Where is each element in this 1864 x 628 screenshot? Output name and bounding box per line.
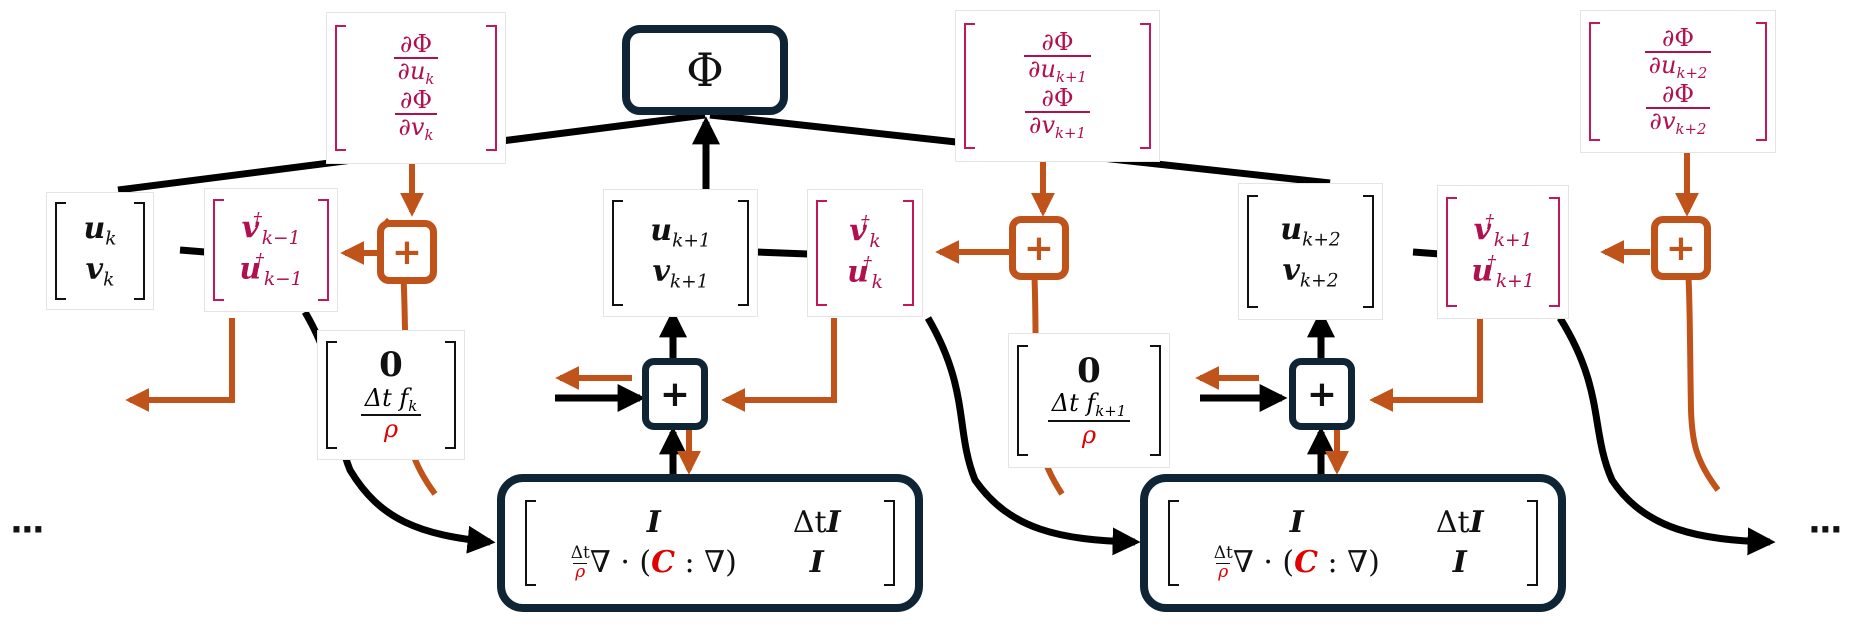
- grad-u-fraction: ∂Φ∂uk+2: [1644, 25, 1712, 82]
- bracket-left: [816, 200, 827, 306]
- op-r1c2: ΔtI: [1435, 505, 1484, 541]
- adjoint-sum-node-k1: +: [1009, 216, 1069, 280]
- bracket-right: [738, 200, 749, 306]
- edge-adj-k2-to-sum: [1369, 318, 1483, 412]
- state-v: vk+2: [1282, 252, 1339, 292]
- gradient-vector-k1: ∂Φ∂uk+1 ∂Φ∂vk+1: [955, 10, 1160, 162]
- bracket-left: [335, 25, 346, 151]
- ellipsis-right: ···: [1808, 510, 1843, 550]
- force-zero: 0: [1077, 350, 1101, 391]
- forward-sum-node-k: +: [642, 358, 708, 430]
- adjoint-u: u†k+1: [1471, 252, 1535, 293]
- gradient-vector-k: ∂Φ∂uk ∂Φ∂vk: [326, 12, 506, 164]
- edge-state-k2-to-next: [1557, 316, 1776, 556]
- state-u: uk: [83, 211, 117, 250]
- op-r1c2: ΔtI: [792, 505, 841, 541]
- state-u: uk+1: [650, 213, 711, 252]
- adjoint-sum-node-k: +: [377, 220, 437, 284]
- bracket-right: [1527, 499, 1538, 587]
- bracket-left: [1017, 344, 1028, 457]
- gradient-vector-k2: ∂Φ∂uk+2 ∂Φ∂vk+2: [1580, 10, 1776, 153]
- bracket-left: [612, 200, 623, 306]
- bracket-left: [1446, 196, 1457, 308]
- objective-node: Φ: [622, 25, 788, 115]
- adjoint-vector-k-1: v†k−1 u†k−1: [204, 188, 338, 312]
- forward-sum-node-k1: +: [1289, 358, 1355, 430]
- objective-symbol: Φ: [686, 43, 724, 97]
- bracket-left: [55, 202, 66, 300]
- bracket-left: [964, 23, 975, 149]
- adjoint-v: v†k: [849, 211, 881, 252]
- bracket-right: [884, 499, 895, 587]
- state-vector-k1: uk+1 vk+1: [603, 189, 758, 317]
- edge-link-k: [179, 246, 206, 256]
- op-r1c1: I: [646, 505, 661, 541]
- grad-u-fraction: ∂Φ∂uk+1: [1024, 29, 1091, 86]
- bracket-left: [1168, 499, 1179, 587]
- state-v: vk+1: [652, 254, 709, 293]
- adjoint-vector-k1: v†k+1 u†k+1: [1437, 185, 1569, 319]
- adjoint-v: v†k−1: [241, 208, 301, 249]
- force-zero: 0: [379, 345, 403, 386]
- grad-v-fraction: ∂Φ∂vk+1: [1025, 85, 1090, 142]
- plus-icon: +: [1023, 227, 1055, 269]
- edge-adj-k1-to-sum: [721, 318, 837, 412]
- edge-state-k1-to-operator2: [924, 316, 1141, 556]
- plus-icon: +: [1665, 227, 1697, 269]
- adjoint-sum-node-k2: +: [1651, 216, 1711, 280]
- op-r1c1: I: [1289, 505, 1304, 541]
- edge-link-k2: [1412, 248, 1441, 258]
- state-v: vk: [85, 252, 115, 291]
- bracket-right: [1756, 22, 1767, 141]
- bracket-left: [1589, 22, 1600, 141]
- op-r2c2: I: [809, 544, 824, 580]
- bracket-right: [1140, 23, 1151, 149]
- adjoint-u: u†k−1: [239, 250, 303, 291]
- state-vector-k2: uk+2 vk+2: [1238, 183, 1383, 320]
- plus-icon: +: [1306, 373, 1338, 415]
- grad-v-fraction: ∂Φ∂vk+2: [1645, 81, 1711, 138]
- bracket-left: [1247, 194, 1258, 309]
- bracket-left: [525, 499, 536, 587]
- bracket-right: [1150, 344, 1161, 457]
- adjoint-vector-k: v†k u†k: [807, 189, 923, 317]
- bracket-right: [903, 200, 914, 306]
- adjoint-v: v†k+1: [1473, 210, 1533, 251]
- bracket-right: [1363, 194, 1374, 309]
- plus-icon: +: [659, 373, 691, 415]
- op-r2c2: I: [1452, 544, 1467, 580]
- bracket-right: [318, 198, 329, 302]
- bracket-right: [445, 341, 456, 449]
- state-u: uk+2: [1280, 211, 1341, 251]
- adjoint-u: u†k: [847, 253, 883, 294]
- bracket-right: [134, 202, 145, 300]
- plus-icon: +: [391, 231, 423, 273]
- bracket-right: [1549, 196, 1560, 308]
- bracket-right: [486, 25, 497, 151]
- state-vector-k: uk vk: [46, 192, 154, 310]
- bracket-left: [213, 198, 224, 302]
- bracket-left: [326, 341, 337, 449]
- grad-v-fraction: ∂Φ∂vk: [394, 87, 438, 144]
- edge-adj-k-out: [125, 318, 235, 412]
- grad-u-fraction: ∂Φ∂uk: [393, 31, 439, 88]
- ellipsis-left: ···: [10, 510, 45, 550]
- edge-link-k1: [755, 248, 809, 258]
